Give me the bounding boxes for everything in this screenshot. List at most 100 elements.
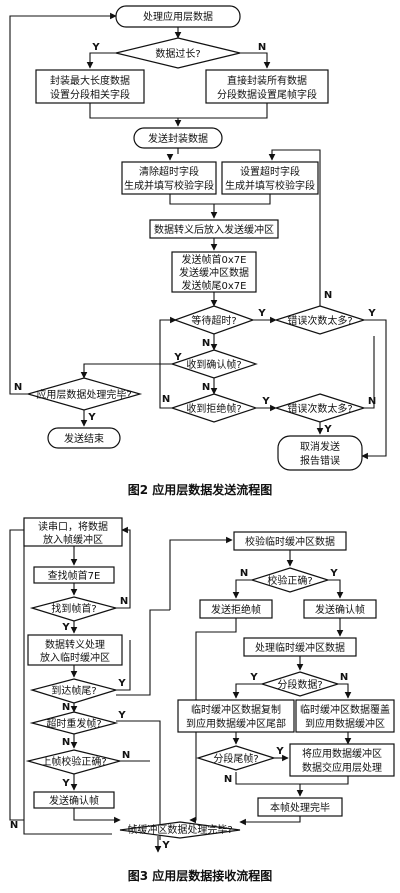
label-y: Y — [61, 778, 70, 789]
label-y: Y — [117, 710, 126, 721]
decision-found-head-label: 找到帧首? — [51, 602, 96, 615]
label-n: N — [324, 290, 332, 301]
box-send-frame-line2: 发送缓冲区数据 — [179, 266, 249, 279]
label-n: N — [368, 396, 376, 407]
label-y: Y — [257, 308, 266, 319]
box-clear-timeout-line1: 清除超时字段 — [139, 165, 199, 178]
label-y: Y — [161, 840, 170, 851]
label-n: N — [62, 737, 70, 748]
box-pack-all-line1: 直接封装所有数据 — [227, 74, 307, 87]
box-unescape-line1: 数据转义处理 — [45, 638, 105, 651]
label-y: Y — [261, 396, 270, 407]
box-clear-timeout-line2: 生成并填写校验字段 — [124, 179, 214, 192]
label-y: Y — [367, 308, 376, 319]
box-pack-max-line2: 设置分段相关字段 — [50, 88, 130, 101]
decision-timeout-resend-label: 超时重发帧? — [46, 717, 101, 730]
box-send-frame-line3: 发送帧尾0x7E — [182, 279, 247, 292]
decision-check-ok-label: 校验正确? — [267, 574, 312, 587]
decision-segmented-label: 分段数据? — [277, 678, 322, 691]
label-y: Y — [61, 622, 70, 633]
box-send-reject: 发送拒绝帧 — [199, 599, 273, 619]
box-send-ack-right-label: 发送确认帧 — [315, 603, 365, 616]
decision-app-done-label: 应用层数据处理完毕? — [36, 388, 131, 401]
box-escape-buffer-label: 数据转义后放入发送缓冲区 — [154, 223, 274, 236]
box-pack-max: 封装最大长度数据 设置分段相关字段 — [35, 69, 145, 104]
box-clear-timeout: 清除超时字段 生成并填写校验字段 — [121, 161, 217, 195]
label-n: N — [202, 382, 210, 393]
box-set-timeout-line1: 设置超时字段 — [240, 165, 300, 178]
box-pack-max-line1: 封装最大长度数据 — [50, 74, 130, 87]
box-send-ack-left-label: 发送确认帧 — [49, 794, 99, 807]
label-y: Y — [117, 678, 126, 689]
node-start-label: 处理应用层数据 — [143, 10, 213, 23]
figure-2-branch-labels: Y N Y N Y N Y N Y N N Y Y N — [14, 42, 377, 435]
decision-err-count-2: 错误次数太多? — [274, 393, 366, 423]
label-n: N — [240, 568, 248, 579]
box-copy-tail-line1: 临时缓冲区数据复制 — [191, 703, 281, 716]
label-n: N — [224, 774, 232, 785]
label-y: Y — [329, 568, 338, 579]
decision-recv-reject: 收到拒绝帧? — [170, 393, 258, 423]
box-process-temp-label: 处理临时缓冲区数据 — [255, 641, 345, 654]
decision-reach-tail-label: 到达帧尾? — [51, 684, 96, 697]
decision-recv-ack-label: 收到确认帧? — [186, 358, 241, 371]
label-y: Y — [87, 412, 96, 423]
label-y: Y — [275, 746, 284, 757]
box-overwrite: 临时缓冲区数据覆盖 到应用数据缓冲区 — [295, 699, 395, 733]
decision-check-ok: 校验正确? — [250, 567, 330, 593]
figure-3-caption: 图3 应用层数据接收流程图 — [128, 868, 273, 883]
node-start: 处理应用层数据 — [115, 5, 241, 28]
box-read-port: 读串口，将数据 放入帧缓冲区 — [23, 517, 123, 547]
label-n: N — [340, 672, 348, 683]
box-unescape: 数据转义处理 放入临时缓冲区 — [27, 634, 123, 666]
box-unescape-line2: 放入临时缓冲区 — [40, 651, 110, 664]
box-process-temp: 处理临时缓冲区数据 — [243, 637, 357, 657]
label-y: Y — [249, 672, 258, 683]
box-verify-temp: 校验临时缓冲区数据 — [233, 531, 347, 551]
figure-3-branch-labels: Y N Y N Y N Y N N Y Y N Y N N Y — [10, 568, 348, 851]
decision-err-count-1: 错误次数太多? — [274, 305, 366, 335]
box-deliver-line1: 将应用数据缓冲区 — [302, 747, 382, 760]
decision-wait-timeout: 等待超时? — [173, 305, 255, 335]
node-send-end-label: 发送结束 — [64, 432, 104, 445]
box-pack-all-line2: 分段数据设置尾帧字段 — [217, 88, 317, 101]
node-send-pkg-label: 发送封装数据 — [148, 132, 208, 145]
decision-recv-reject-label: 收到拒绝帧? — [186, 402, 241, 415]
node-cancel-line2: 报告错误 — [300, 454, 340, 467]
figure-2-send-flowchart: 处理应用层数据 数据过长? 封装最大长度数据 设置分段相关字段 直接封装所有数据… — [9, 5, 387, 497]
decision-frame-done: 帧缓冲区数据处理完毕? — [119, 821, 241, 839]
label-n: N — [202, 338, 210, 349]
label-n: N — [258, 42, 266, 53]
node-send-pkg: 发送封装数据 — [133, 127, 223, 149]
box-overwrite-line2: 到应用数据缓冲区 — [305, 717, 385, 730]
box-pack-all: 直接封装所有数据 分段数据设置尾帧字段 — [205, 69, 329, 104]
box-overwrite-line1: 临时缓冲区数据覆盖 — [300, 703, 390, 716]
box-send-frame-line1: 发送帧首0x7E — [182, 253, 247, 266]
label-n: N — [62, 702, 70, 713]
label-y: Y — [323, 424, 332, 435]
decision-too-long: 数据过长? — [115, 37, 241, 69]
box-verify-temp-label: 校验临时缓冲区数据 — [245, 535, 335, 548]
decision-seg-tail-label: 分段尾帧? — [213, 752, 258, 765]
box-copy-tail: 临时缓冲区数据复制 到应用数据缓冲区尾部 — [177, 699, 295, 733]
box-send-ack-left: 发送确认帧 — [33, 791, 115, 809]
decision-segmented: 分段数据? — [260, 671, 340, 697]
label-n: N — [120, 596, 128, 607]
decision-frame-done-label: 帧缓冲区数据处理完毕? — [127, 823, 232, 836]
box-set-timeout-line2: 生成并填写校验字段 — [225, 179, 315, 192]
decision-app-done: 应用层数据处理完毕? — [25, 377, 143, 411]
box-find-head-label: 查找帧首7E — [48, 569, 101, 582]
decision-recv-ack: 收到确认帧? — [170, 349, 258, 379]
figure-3-connectors — [9, 519, 352, 853]
label-n: N — [162, 394, 170, 405]
label-n: N — [122, 750, 130, 761]
box-send-reject-label: 发送拒绝帧 — [211, 603, 261, 616]
label-n: N — [10, 820, 18, 831]
box-send-ack-right: 发送确认帧 — [303, 599, 377, 619]
label-n: N — [14, 382, 22, 393]
box-frame-end: 本帧处理完毕 — [257, 797, 343, 817]
label-y: Y — [91, 42, 100, 53]
box-read-port-line1: 读串口，将数据 — [38, 520, 108, 533]
box-copy-tail-line2: 到应用数据缓冲区尾部 — [186, 717, 286, 730]
